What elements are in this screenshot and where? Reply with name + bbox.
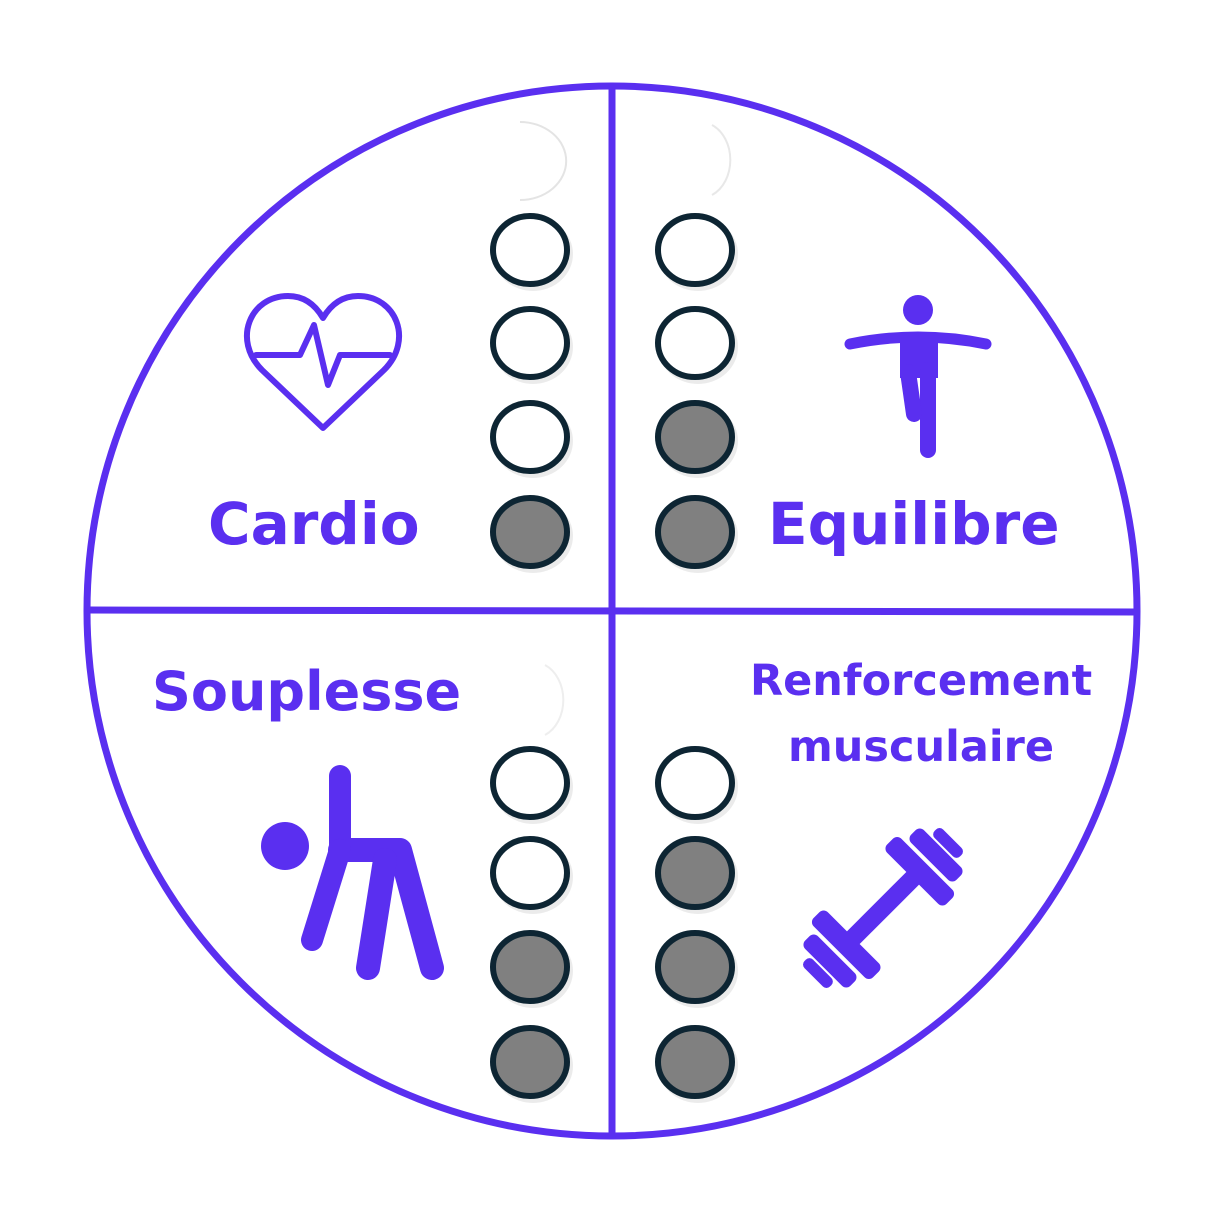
rating-dot-empty — [490, 213, 570, 287]
balance-figure-icon — [844, 295, 992, 458]
rating-dot-empty — [490, 746, 570, 820]
label-souplesse: Souplesse — [152, 660, 462, 723]
dumbbell-icon — [803, 828, 963, 988]
label-equilibre: Equilibre — [768, 490, 1060, 558]
rating-dot-empty — [655, 213, 735, 287]
label-musculaire: musculaire — [788, 722, 1054, 772]
stretching-figure-icon — [261, 765, 444, 980]
rating-dot-filled — [490, 1025, 570, 1099]
rating-dot-filled — [655, 1025, 735, 1099]
label-renforcement: Renforcement — [750, 656, 1093, 706]
rating-dot-filled — [655, 836, 735, 910]
faint-arc — [544, 664, 565, 736]
heart-pulse-icon — [243, 293, 403, 431]
horizontal-divider — [87, 606, 1137, 616]
rating-dot-filled — [490, 495, 570, 569]
faint-arc — [711, 124, 732, 196]
rating-dot-filled — [490, 930, 570, 1004]
rating-dot-filled — [655, 400, 735, 474]
rating-dot-filled — [655, 495, 735, 569]
rating-dot-empty — [490, 836, 570, 910]
rating-dot-filled — [655, 930, 735, 1004]
rating-dot-empty — [655, 306, 735, 380]
rating-dot-empty — [655, 746, 735, 820]
rating-dot-empty — [490, 306, 570, 380]
label-cardio: Cardio — [208, 490, 420, 558]
faint-arc — [519, 121, 568, 201]
rating-dot-empty — [490, 400, 570, 474]
